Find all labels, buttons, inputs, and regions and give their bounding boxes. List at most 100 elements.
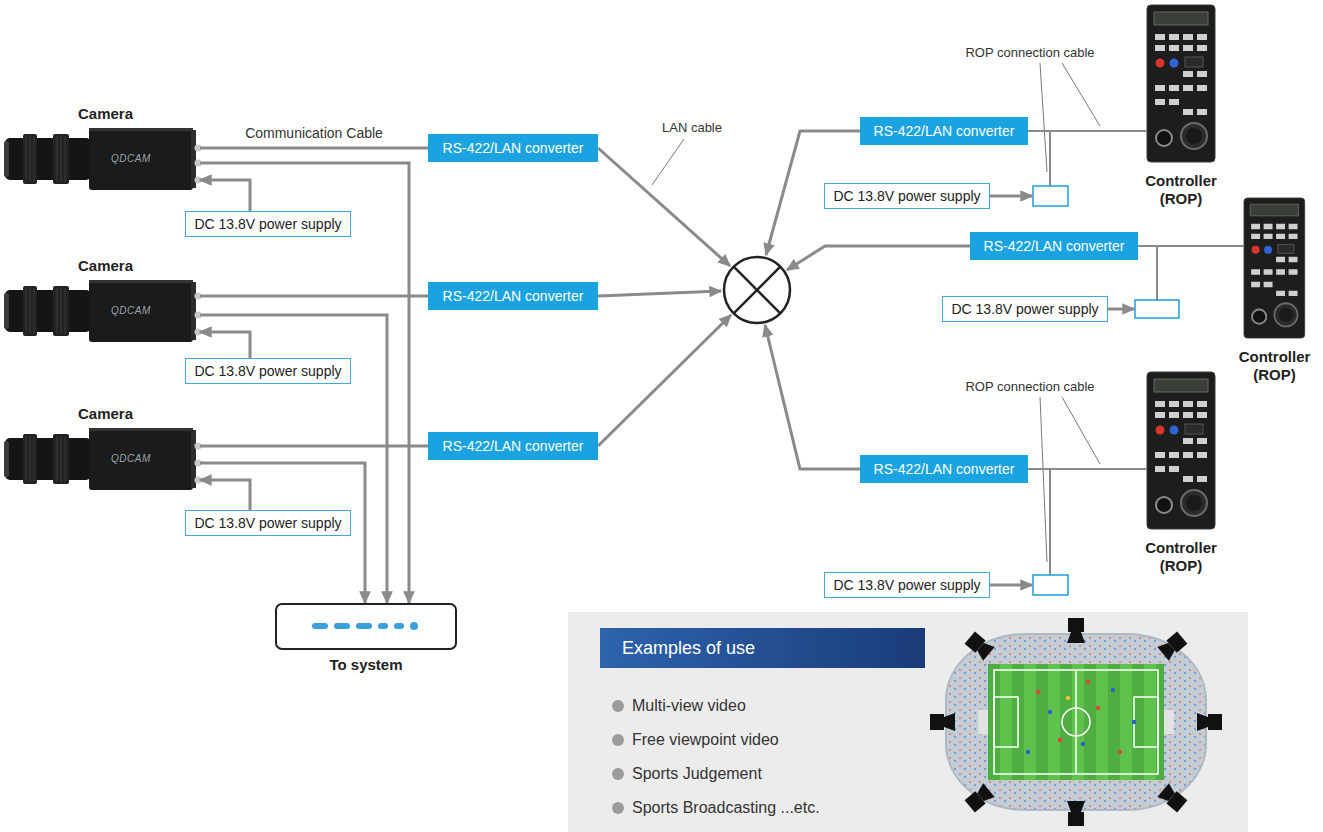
controller-label: Controller (ROP) bbox=[1136, 539, 1226, 575]
leader-line bbox=[1062, 397, 1100, 464]
cable-label: ROP connection cable bbox=[965, 45, 1094, 61]
system-indicator-dashes bbox=[378, 623, 388, 629]
example-item: Sports Broadcasting ...etc. bbox=[612, 791, 820, 825]
cable-label: LAN cable bbox=[662, 120, 722, 136]
camera-label: Camera bbox=[78, 405, 133, 423]
power-label: DC 13.8V power supply bbox=[951, 301, 1098, 317]
cable-junction-box bbox=[1033, 186, 1068, 206]
controller-illustration bbox=[1147, 5, 1215, 162]
camera-illustration bbox=[4, 441, 9, 477]
system-box: To system bbox=[275, 603, 457, 650]
example-item: Sports Judgement bbox=[612, 757, 762, 791]
camera-icon bbox=[975, 640, 995, 661]
controller-illustration bbox=[1147, 372, 1215, 529]
lan-cable-arrow bbox=[598, 315, 731, 446]
camera-illustration bbox=[89, 128, 193, 190]
converter-box: RS-422/LAN converter bbox=[860, 455, 1028, 483]
football-pitch bbox=[978, 710, 988, 734]
football-pitch bbox=[1134, 697, 1158, 747]
stadium-stands bbox=[946, 634, 1206, 810]
camera-icon bbox=[1067, 801, 1085, 826]
brand-mark: QDCAM bbox=[111, 153, 151, 165]
leader-line bbox=[1062, 63, 1100, 126]
system-indicator-dashes bbox=[394, 623, 404, 629]
converter-label: RS-422/LAN converter bbox=[984, 238, 1125, 254]
hub-symbol bbox=[724, 257, 790, 323]
cable-connector bbox=[200, 295, 428, 298]
camera-illustration bbox=[89, 280, 193, 342]
converter-box: RS-422/LAN converter bbox=[428, 282, 598, 310]
power-supply-box: DC 13.8V power supply bbox=[824, 183, 990, 209]
cable-junction-box bbox=[1135, 300, 1179, 318]
controller-illustration bbox=[1244, 198, 1305, 338]
football-pitch bbox=[988, 664, 1164, 780]
camera-icon bbox=[1067, 632, 1085, 643]
controller-illustration bbox=[1278, 244, 1294, 253]
controller-illustration bbox=[1274, 303, 1297, 326]
controller-illustration bbox=[1147, 372, 1215, 529]
camera-illustration bbox=[4, 141, 9, 177]
hub-symbol bbox=[734, 267, 781, 314]
cable-connector bbox=[1138, 245, 1244, 247]
cable-label-box: ROP connection cable bbox=[965, 379, 1094, 395]
leader-line bbox=[1040, 63, 1047, 172]
cable-connector bbox=[200, 332, 250, 358]
power-supply-box: DC 13.8V power supply bbox=[185, 211, 351, 237]
stadium-stands bbox=[946, 634, 1206, 810]
leader-line bbox=[652, 63, 1100, 562]
cable-connector bbox=[200, 480, 250, 510]
converter-box: RS-422/LAN converter bbox=[428, 134, 598, 162]
system-indicator-dashes bbox=[334, 623, 350, 629]
camera-illustration bbox=[5, 138, 91, 180]
system-indicator-dashes bbox=[410, 622, 418, 630]
cable-connector bbox=[1028, 468, 1147, 470]
power-supply-box: DC 13.8V power supply bbox=[185, 510, 351, 536]
camera-illustration bbox=[89, 128, 193, 131]
player-dots bbox=[1036, 690, 1040, 694]
lan-cable-arrow bbox=[765, 325, 860, 469]
converter-label: RS-422/LAN converter bbox=[443, 288, 584, 304]
leader-line bbox=[652, 139, 684, 185]
camera-icon bbox=[1197, 713, 1222, 731]
system-label: To system bbox=[277, 656, 455, 674]
player-dots bbox=[1132, 720, 1136, 724]
controller-illustration bbox=[1155, 401, 1207, 482]
camera-icon bbox=[1157, 631, 1188, 661]
power-label: DC 13.8V power supply bbox=[833, 577, 980, 593]
camera-icon bbox=[1157, 783, 1177, 804]
camera-icon bbox=[964, 783, 995, 813]
power-label: DC 13.8V power supply bbox=[194, 363, 341, 379]
power-feed-arrow bbox=[990, 195, 1032, 198]
player-dots bbox=[1058, 738, 1062, 742]
camera-illustration bbox=[26, 288, 65, 334]
player-dots bbox=[1086, 680, 1090, 684]
lan-cable-arrow bbox=[598, 131, 970, 469]
camera-illustration bbox=[4, 428, 202, 490]
controller-illustration bbox=[1147, 5, 1215, 162]
controller-illustration bbox=[1181, 490, 1207, 516]
controller-illustration bbox=[1250, 204, 1298, 216]
football-pitch bbox=[1075, 670, 1077, 774]
converter-box: RS-422/LAN converter bbox=[860, 117, 1028, 145]
panel-heading: Examples of use bbox=[600, 628, 925, 668]
power-feed-arrow bbox=[990, 584, 1032, 587]
controller-label: Controller (ROP) bbox=[1136, 172, 1226, 208]
camera-illustration bbox=[89, 428, 193, 431]
examples-header: Examples of use bbox=[600, 628, 925, 668]
lan-cable-arrow bbox=[598, 148, 730, 266]
controller-illustration bbox=[1156, 497, 1172, 513]
rop-cable-line bbox=[1049, 469, 1051, 575]
cable-connector bbox=[200, 147, 428, 150]
examples-panel: Multi-view videoFree viewpoint videoSpor… bbox=[568, 612, 1248, 832]
camera-icon bbox=[930, 713, 955, 731]
camera-illustration bbox=[89, 428, 193, 490]
football-pitch bbox=[994, 697, 1018, 747]
controller-illustration bbox=[1185, 424, 1203, 434]
stadium-stands bbox=[946, 634, 1206, 810]
camera-illustration bbox=[5, 290, 91, 332]
rop-cable-line bbox=[1049, 131, 1051, 186]
controller-illustration bbox=[1279, 308, 1293, 322]
controller-illustration bbox=[1186, 495, 1202, 511]
camera-illustration bbox=[4, 280, 202, 342]
cable-connector bbox=[200, 445, 428, 448]
